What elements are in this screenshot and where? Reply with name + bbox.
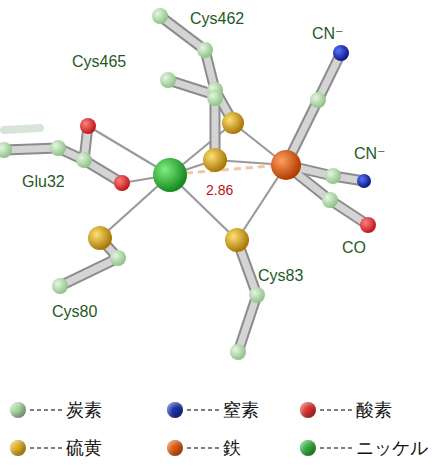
bond-stick [4, 16, 368, 352]
legend-swatch [300, 440, 316, 456]
residue-label: Cys462 [190, 11, 244, 27]
residue-label: Cys465 [72, 54, 126, 70]
residue-label: Cys80 [52, 304, 97, 320]
legend-swatch [167, 402, 183, 418]
legend-text: 鉄 [223, 439, 241, 457]
faded-bond [4, 128, 40, 130]
legend-text: 窒素 [223, 401, 259, 419]
distance-dash [186, 166, 271, 173]
legend-text: ニッケル [356, 439, 428, 457]
ligand-label: CO [342, 240, 366, 256]
legend-text: 炭素 [66, 401, 102, 419]
coordination-bonds [88, 123, 286, 240]
atoms [0, 8, 376, 360]
ligand-label: CN⁻ [354, 146, 386, 162]
ligand-label: CN⁻ [312, 26, 344, 42]
legend-swatch [300, 402, 316, 418]
residue-label: Glu32 [22, 174, 65, 190]
legend-text: 酸素 [356, 401, 392, 419]
legend-swatch [10, 440, 26, 456]
residue-label: Cys83 [258, 268, 303, 284]
legend-swatch [10, 402, 26, 418]
distance-label: 2.86 [204, 183, 235, 197]
bond-outline [4, 16, 368, 352]
legend-text: 硫黄 [66, 439, 102, 457]
legend-swatch [167, 440, 183, 456]
